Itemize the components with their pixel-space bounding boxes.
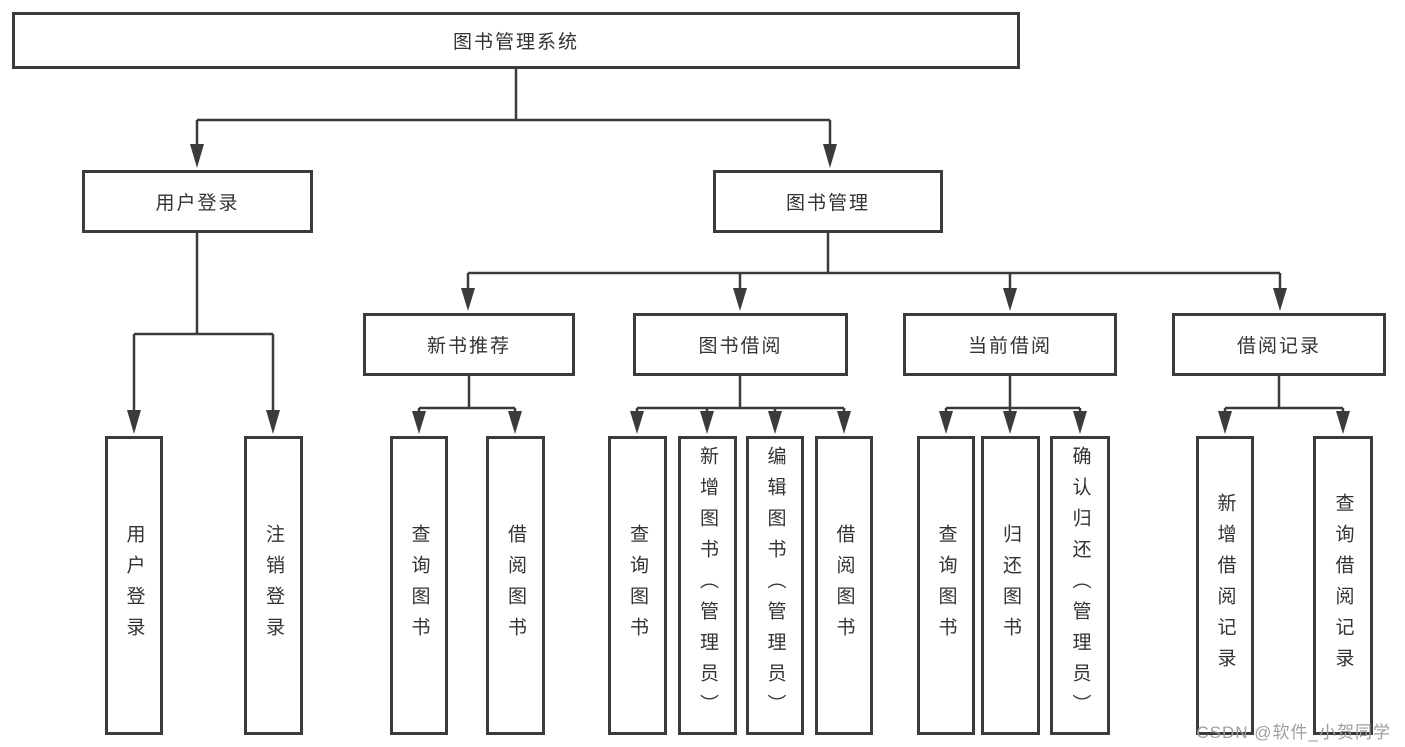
arrowhead-icon <box>630 411 644 434</box>
leaf-label: 借阅图书 <box>833 523 855 648</box>
arrowhead-icon <box>1003 288 1017 311</box>
connector-user-login-branch <box>127 232 280 434</box>
connector-new-book-branch <box>412 376 522 434</box>
connector-borrow-record-branch <box>1218 376 1350 434</box>
arrowhead-icon <box>733 288 747 311</box>
node-book-management: 图书管理 <box>713 170 943 233</box>
leaf-confirm-return-admin: 确认归还（管理员） <box>1050 436 1110 735</box>
leaf-label: 新增借阅记录 <box>1214 492 1236 679</box>
arrowhead-icon <box>461 288 475 311</box>
leaf-query-books-1: 查询图书 <box>390 436 448 735</box>
arrowhead-icon <box>508 411 522 434</box>
leaf-label: 新增图书（管理员） <box>697 446 718 725</box>
node-new-book-recommend: 新书推荐 <box>363 313 575 376</box>
node-root-system: 图书管理系统 <box>12 12 1020 69</box>
arrowhead-icon <box>1073 411 1087 434</box>
arrowhead-icon <box>823 144 837 168</box>
node-borrow-record: 借阅记录 <box>1172 313 1386 376</box>
leaf-label: 确认归还（管理员） <box>1069 446 1091 725</box>
connector-book-borrow-branch <box>630 376 851 434</box>
leaf-return-books: 归还图书 <box>981 436 1040 735</box>
leaf-label: 归还图书 <box>1000 523 1021 648</box>
leaf-label: 查询借阅记录 <box>1332 492 1354 679</box>
arrowhead-icon <box>412 411 426 434</box>
arrowhead-icon <box>1273 288 1287 311</box>
leaf-query-borrow-record: 查询借阅记录 <box>1313 436 1373 735</box>
arrowhead-icon <box>1003 411 1017 434</box>
node-user-login: 用户登录 <box>82 170 313 233</box>
watermark: CSDN @软件_小贺同学 <box>1196 723 1391 742</box>
arrowhead-icon <box>266 410 280 434</box>
leaf-label: 借阅图书 <box>505 523 526 648</box>
connector-book-mgmt-to-level3 <box>461 232 1287 311</box>
arrowhead-icon <box>837 411 851 434</box>
leaf-logout: 注销登录 <box>244 436 303 735</box>
node-book-borrow: 图书借阅 <box>633 313 848 376</box>
arrowhead-icon <box>1218 411 1232 434</box>
leaf-add-borrow-record: 新增借阅记录 <box>1196 436 1254 735</box>
connector-current-borrow-branch <box>939 376 1087 434</box>
leaf-label: 查询图书 <box>935 523 957 648</box>
leaf-add-books-admin: 新增图书（管理员） <box>678 436 737 735</box>
leaf-label: 编辑图书（管理员） <box>764 446 786 725</box>
leaf-edit-books-admin: 编辑图书（管理员） <box>746 436 804 735</box>
leaf-query-books-2: 查询图书 <box>608 436 667 735</box>
connector-root-to-level2 <box>190 68 837 168</box>
leaf-query-books-3: 查询图书 <box>917 436 975 735</box>
leaf-label: 查询图书 <box>408 523 430 648</box>
node-current-borrow: 当前借阅 <box>903 313 1117 376</box>
arrowhead-icon <box>939 411 953 434</box>
leaf-user-login: 用户登录 <box>105 436 163 735</box>
leaf-borrow-books-2: 借阅图书 <box>815 436 873 735</box>
leaf-borrow-books-1: 借阅图书 <box>486 436 545 735</box>
arrowhead-icon <box>127 410 141 434</box>
leaf-label: 注销登录 <box>263 523 284 648</box>
arrowhead-icon <box>1336 411 1350 434</box>
arrowhead-icon <box>190 144 204 168</box>
leaf-label: 查询图书 <box>627 523 648 648</box>
leaf-label: 用户登录 <box>123 523 145 648</box>
arrowhead-icon <box>700 411 714 434</box>
arrowhead-icon <box>768 411 782 434</box>
